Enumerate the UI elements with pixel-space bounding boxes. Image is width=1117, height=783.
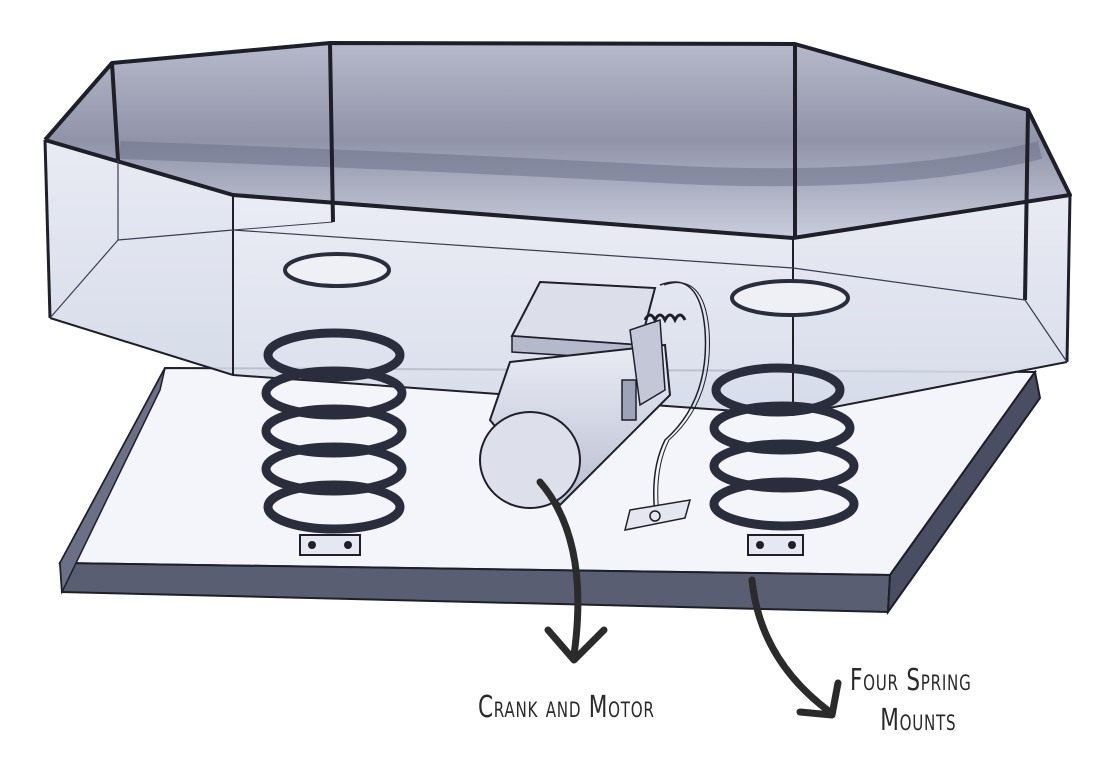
arrow-four-spring-mounts [748, 576, 842, 719]
motor [479, 280, 710, 531]
arrow-crank-and-motor [536, 478, 608, 664]
four-spring-mounts-label-line1: Four Spring [850, 663, 972, 698]
crank-and-motor-label: Crank and Motor [478, 690, 655, 725]
left-slot [283, 252, 391, 288]
left-spring-mount [299, 534, 361, 556]
four-spring-mounts-label: Four Spring Mounts [850, 661, 972, 741]
right-spring [709, 363, 859, 531]
right-spring-mount [747, 534, 804, 556]
right-slot [730, 279, 850, 317]
left-spring [261, 328, 407, 534]
four-spring-mounts-label-line2: Mounts [880, 703, 957, 738]
